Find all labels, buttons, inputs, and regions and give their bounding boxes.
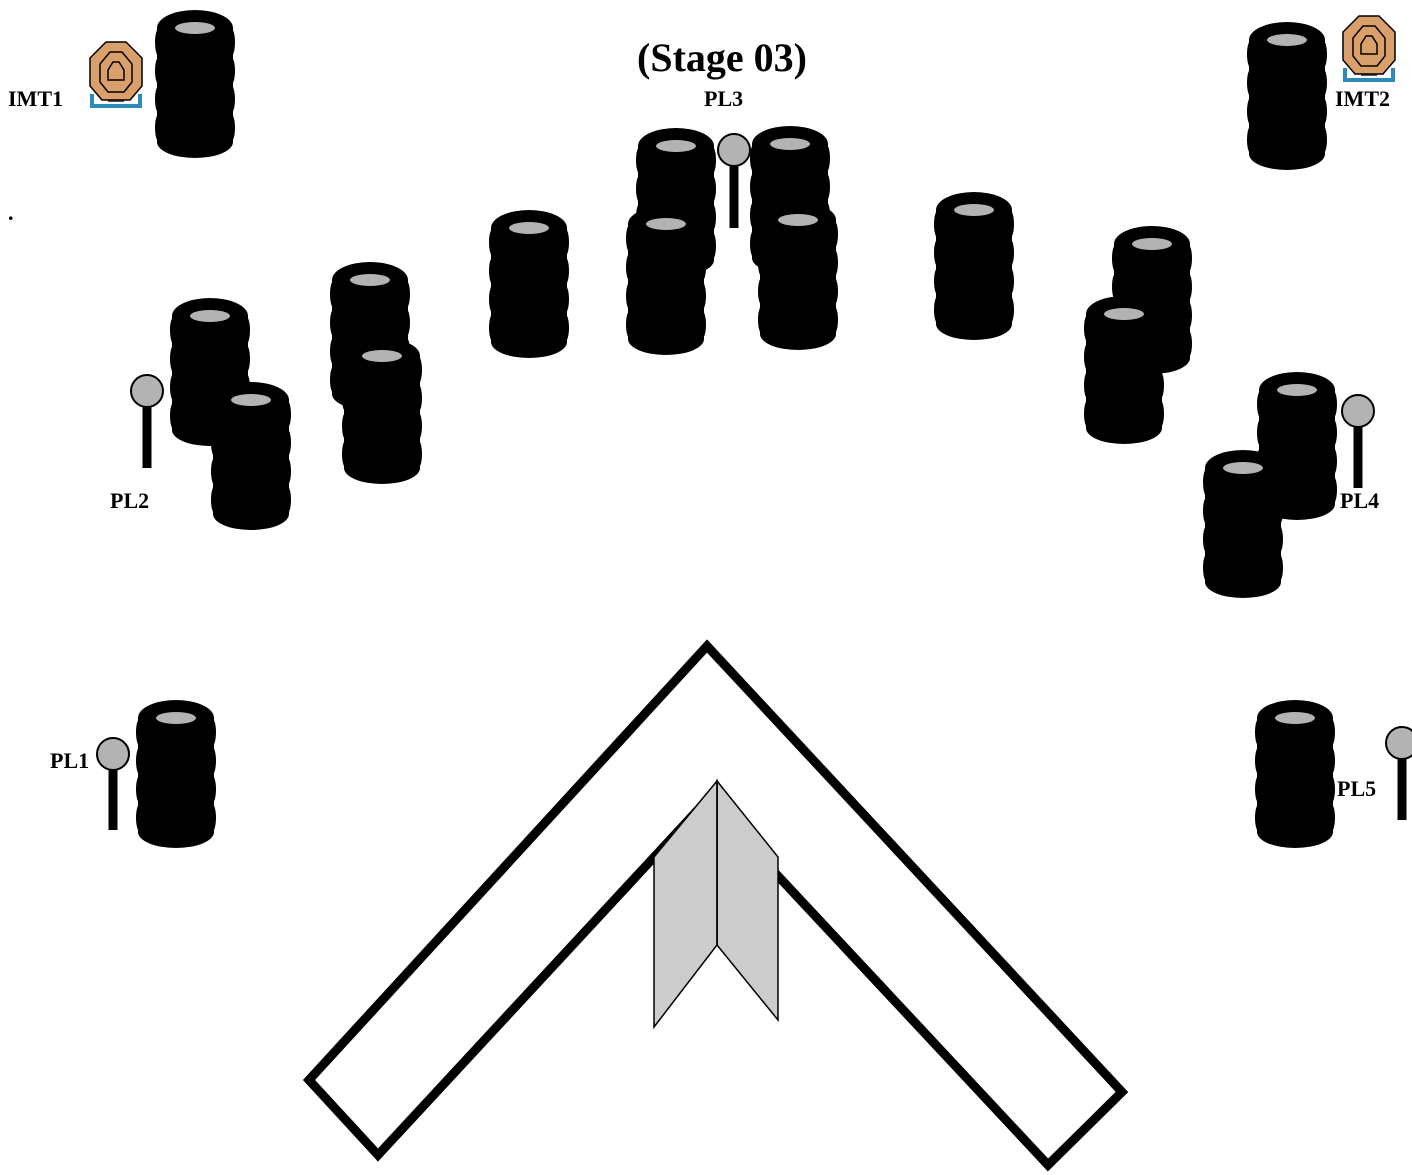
popper-target-icon	[1385, 726, 1412, 820]
center-wall	[653, 778, 779, 1030]
tire-stack-icon	[934, 192, 1014, 340]
metal-target-icon	[1342, 15, 1396, 82]
tire-stack-icon	[211, 382, 291, 530]
tire-stack-icon	[1203, 450, 1283, 598]
imt2-label: IMT2	[1335, 86, 1390, 111]
tire-stack-icon	[1247, 22, 1327, 170]
tire-stack-icon	[489, 210, 569, 358]
popper-target-icon	[130, 374, 164, 468]
popper-target-icon	[96, 737, 130, 830]
popper-target-icon	[1341, 394, 1375, 488]
tire-stack-icon	[342, 338, 422, 484]
pl2-label: PL2	[110, 488, 150, 513]
stage-title: (Stage 03)	[637, 35, 807, 80]
pl4-label: PL4	[1340, 488, 1380, 513]
tire-stack-icon	[136, 700, 216, 848]
popper-target-icon	[717, 133, 751, 228]
pl1-label: PL1	[50, 748, 90, 773]
tire-stack-icon	[1255, 700, 1335, 848]
pl3-label: PL3	[704, 86, 744, 111]
metal-target-icon	[89, 41, 143, 108]
tire-stack-icon	[155, 10, 235, 158]
pl5-label: PL5	[1337, 776, 1377, 801]
tire-stack-icon	[1084, 296, 1164, 444]
tire-stack-icon	[626, 206, 706, 355]
tire-stack-icon	[758, 202, 838, 350]
popper-targets	[96, 133, 1412, 830]
imt1-label: IMT1	[8, 86, 63, 111]
dot-mark: .	[8, 200, 14, 225]
tire-stacks	[136, 10, 1337, 848]
